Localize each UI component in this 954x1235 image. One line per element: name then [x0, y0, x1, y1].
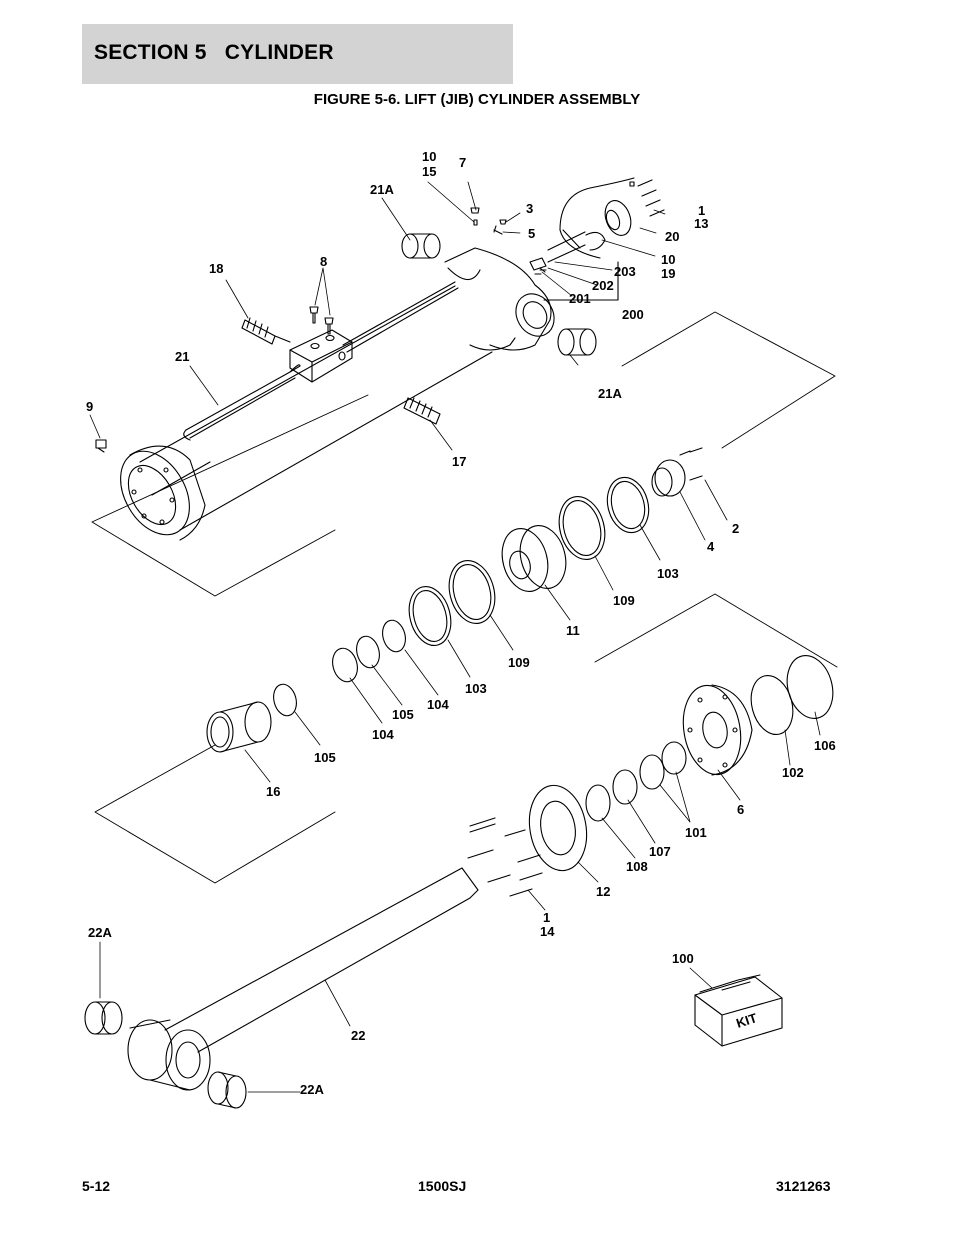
head-trunnion	[444, 247, 555, 351]
small-parts-top	[470, 207, 507, 235]
bushing-21a-top	[401, 233, 441, 259]
bracket-200	[543, 261, 619, 301]
callout-104: 104	[372, 727, 394, 742]
callout-11: 11	[566, 623, 580, 638]
callout-105: 105	[314, 750, 336, 765]
callout-21a: 21A	[370, 182, 394, 197]
callout-18: 18	[209, 261, 223, 276]
callout-106: 106	[814, 738, 836, 753]
callout-14: 14	[540, 924, 555, 939]
callout-1: 1	[543, 910, 550, 925]
callout-201: 201	[569, 291, 591, 306]
leader-lines	[89, 181, 821, 1093]
callout-102: 102	[782, 765, 804, 780]
callout-4: 4	[707, 539, 715, 554]
hydraulic-tube	[183, 281, 516, 441]
callout-3: 3	[526, 201, 533, 216]
callout-16: 16	[266, 784, 280, 799]
callout-100: 100	[672, 951, 694, 966]
callout-200: 200	[622, 307, 644, 322]
explode-guide-lines	[91, 311, 838, 884]
fitting-17	[403, 397, 441, 425]
callout-9: 9	[86, 399, 93, 414]
manifold-block	[289, 329, 353, 383]
callout-7: 7	[459, 155, 466, 170]
callout-20: 20	[665, 229, 679, 244]
kit-box-icon	[694, 974, 783, 1047]
ring-12	[528, 784, 588, 872]
callout-6: 6	[737, 802, 744, 817]
document-number: 3121263	[776, 1178, 831, 1194]
callout-12: 12	[596, 884, 610, 899]
callout-8: 8	[320, 254, 327, 269]
kit-label: KIT	[734, 1010, 759, 1031]
callout-21a: 21A	[598, 386, 622, 401]
fitting-18	[241, 317, 291, 345]
cylinder-head-6	[682, 684, 753, 776]
callout-202: 202	[592, 278, 614, 293]
callout-203: 203	[614, 264, 636, 279]
spacer-16	[206, 701, 272, 753]
section-title: SECTION 5 CYLINDER	[94, 41, 334, 64]
piston-rings	[273, 447, 703, 717]
callout-105: 105	[392, 707, 414, 722]
callout-10: 10	[661, 252, 675, 267]
callout-103: 103	[465, 681, 487, 696]
callout-5: 5	[528, 226, 535, 241]
callout-21: 21	[175, 349, 189, 364]
piston-rod-22	[127, 867, 479, 1091]
page-number: 5-12	[82, 1178, 111, 1194]
oring-102	[750, 675, 794, 735]
figure-title: FIGURE 5-6. LIFT (JIB) CYLINDER ASSEMBLY	[313, 91, 641, 108]
callout-22: 22	[351, 1028, 365, 1043]
model-number: 1500SJ	[418, 1178, 467, 1194]
section-header: SECTION 5 CYLINDER	[82, 24, 513, 84]
callout-109: 109	[613, 593, 635, 608]
callout-15: 15	[422, 164, 436, 179]
valve-assembly	[529, 177, 665, 275]
callout-103: 103	[657, 566, 679, 581]
callout-101: 101	[685, 825, 707, 840]
bushing-22a	[84, 1001, 247, 1109]
screw-8	[309, 306, 334, 335]
callout-109: 109	[508, 655, 530, 670]
callout-22a: 22A	[300, 1082, 324, 1097]
callout-labels: 10 15 7 21A 3 5 1 13 20 10 19 18 8 203 2…	[86, 149, 836, 1097]
callout-107: 107	[649, 844, 671, 859]
callout-1: 1	[698, 203, 705, 218]
oring-106	[786, 655, 834, 719]
callout-17: 17	[452, 454, 466, 469]
bushing-21a-bottom	[557, 328, 597, 356]
callout-104: 104	[427, 697, 449, 712]
seals-101-108	[585, 741, 687, 822]
bolts-1-14	[467, 817, 543, 897]
cylinder-barrel	[120, 285, 493, 541]
callout-10: 10	[422, 149, 436, 164]
callout-22a: 22A	[88, 925, 112, 940]
plug-9	[95, 439, 107, 453]
callout-2: 2	[732, 521, 739, 536]
callout-19: 19	[661, 266, 675, 281]
callout-108: 108	[626, 859, 648, 874]
callout-13: 13	[694, 216, 708, 231]
